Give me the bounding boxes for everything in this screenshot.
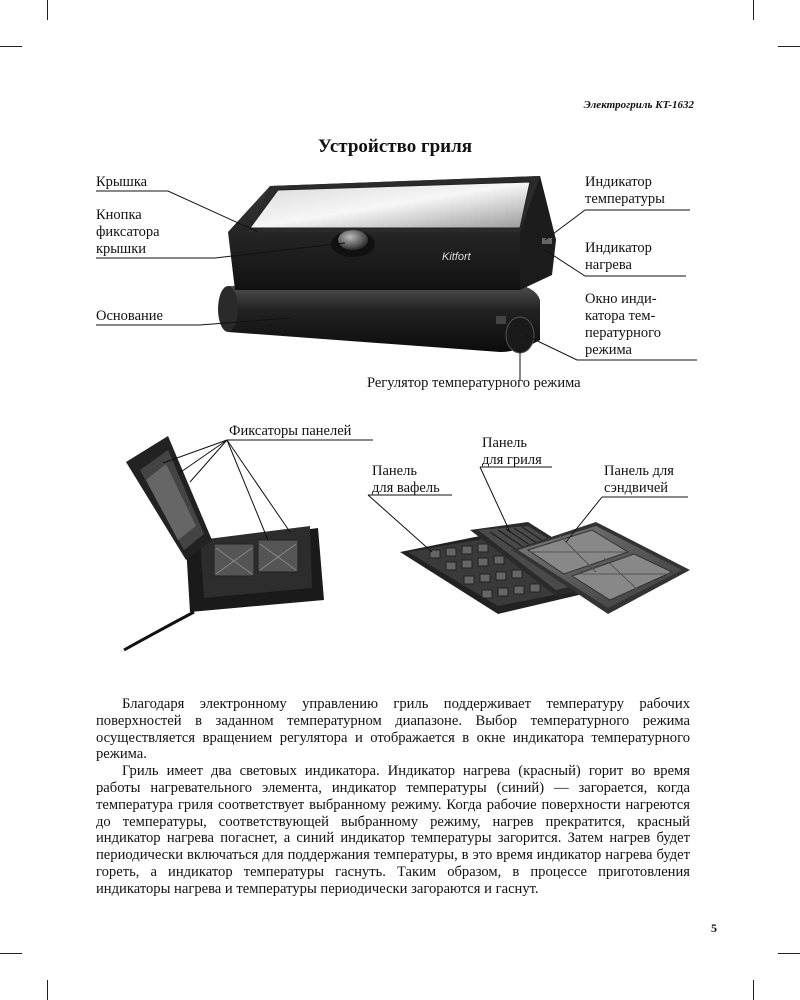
- crop-mark: [0, 953, 22, 954]
- page-title: Устройство гриля: [317, 136, 473, 157]
- crop-mark: [778, 46, 800, 47]
- paragraph: Гриль имеет два световых индикатора. Инд…: [96, 763, 690, 897]
- label-waffle-panel: Панель для вафель: [372, 463, 440, 496]
- label-grill-panel: Панель для гриля: [482, 435, 542, 468]
- crop-mark: [753, 0, 754, 20]
- label-panel-locks: Фиксаторы панелей: [229, 423, 352, 439]
- grill-panel: [470, 522, 620, 596]
- label-mode-window: Окно инди- катора тем- пературного режим…: [585, 291, 661, 358]
- waffle-panel: [400, 532, 600, 614]
- label-regulator: Регулятор температурного режима: [367, 375, 581, 391]
- label-lock-button: Кнопка фиксатора крышки: [96, 207, 160, 257]
- brand-logo: Kitfort: [442, 251, 472, 263]
- sandwich-panel: [512, 522, 690, 614]
- label-heat-indicator: Индикатор нагрева: [585, 240, 652, 273]
- label-lid: Крышка: [96, 174, 148, 190]
- label-temp-indicator: Индикатор температуры: [585, 174, 665, 207]
- grill-illustration: Kitfort: [96, 176, 697, 380]
- page-number: 5: [711, 921, 717, 935]
- crop-mark: [0, 46, 22, 47]
- crop-mark: [47, 0, 48, 20]
- body-text: Благодаря электронному управлению гриль …: [96, 696, 690, 898]
- paragraph: Благодаря электронному управлению гриль …: [96, 696, 690, 763]
- crop-mark: [753, 980, 754, 1000]
- crop-mark: [778, 953, 800, 954]
- label-sandwich-panel: Панель для сэндвичей: [604, 463, 674, 496]
- running-header: Электрогриль KT-1632: [583, 99, 694, 111]
- label-base: Основание: [96, 308, 163, 324]
- crop-mark: [47, 980, 48, 1000]
